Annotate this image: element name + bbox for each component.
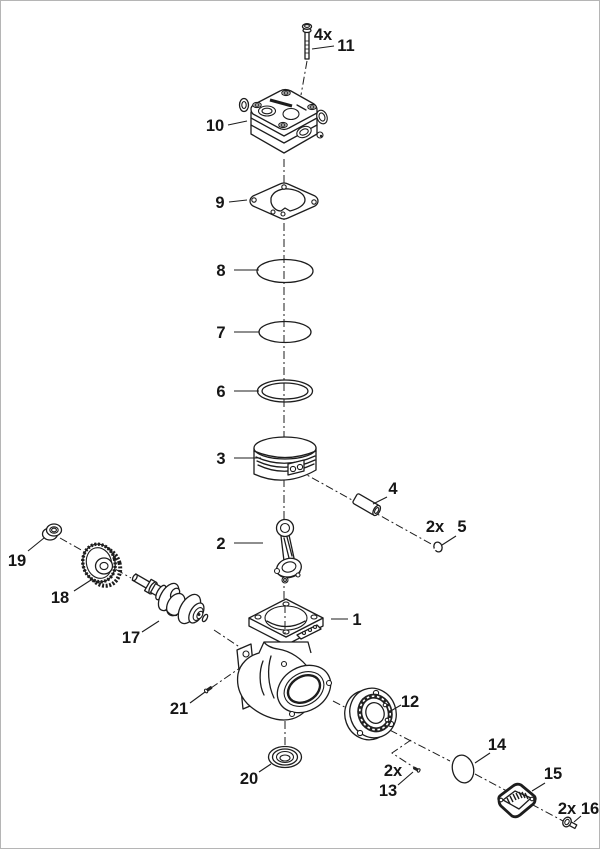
part-piston-3 bbox=[253, 436, 317, 481]
part-cover-plate-15 bbox=[497, 782, 537, 819]
qty-label-circlip-5: 2x bbox=[426, 518, 445, 536]
part-gasket-9 bbox=[249, 182, 319, 220]
part-screw-13 bbox=[412, 766, 421, 773]
qty-label-bolt-16: 2x bbox=[558, 800, 577, 818]
part-ring-6 bbox=[256, 379, 314, 403]
callout-8: 8 bbox=[216, 262, 225, 280]
part-crankcase-1 bbox=[236, 598, 333, 721]
callout-13: 13 bbox=[379, 782, 397, 800]
part-connecting-rod-2 bbox=[273, 518, 302, 584]
part-nut-19 bbox=[41, 523, 63, 541]
part-circlip-5 bbox=[433, 541, 443, 553]
part-o-ring-14 bbox=[451, 754, 475, 784]
callout-18: 18 bbox=[51, 589, 69, 607]
callout-4: 4 bbox=[388, 480, 398, 498]
part-piston-pin-4 bbox=[352, 493, 382, 517]
callout-17: 17 bbox=[122, 629, 140, 647]
qty-label-screw-13: 2x bbox=[384, 762, 403, 780]
leader-lines bbox=[27, 45, 582, 823]
callout-3: 3 bbox=[216, 450, 225, 468]
callout-11: 11 bbox=[337, 37, 354, 55]
part-gear-18 bbox=[81, 542, 123, 588]
callout-6: 6 bbox=[216, 383, 225, 401]
part-bearing-flange-12 bbox=[344, 687, 397, 741]
callout-12: 12 bbox=[401, 693, 419, 711]
callout-labels: 4x 11 10 9 8 7 6 3 4 2x 5 2 1 19 18 17 2… bbox=[8, 26, 599, 818]
callout-21: 21 bbox=[170, 700, 188, 718]
callout-20: 20 bbox=[240, 770, 258, 788]
part-crankshaft-17 bbox=[131, 573, 209, 625]
callout-15: 15 bbox=[544, 765, 562, 783]
callout-19: 19 bbox=[8, 552, 26, 570]
part-ring-8 bbox=[256, 258, 314, 284]
callout-7: 7 bbox=[216, 324, 225, 342]
qty-label-bolt-11: 4x bbox=[314, 26, 333, 44]
callout-16: 16 bbox=[581, 800, 599, 818]
callout-14: 14 bbox=[488, 736, 507, 754]
part-screw-21 bbox=[203, 686, 213, 694]
callout-1: 1 bbox=[352, 611, 361, 629]
callout-5: 5 bbox=[457, 518, 466, 536]
callout-2: 2 bbox=[216, 535, 225, 553]
callout-10: 10 bbox=[206, 117, 224, 135]
part-cylinder-head-10 bbox=[238, 88, 328, 154]
part-seal-20 bbox=[267, 745, 303, 769]
part-bolt-11 bbox=[301, 23, 313, 60]
part-ring-7 bbox=[258, 320, 312, 344]
callout-9: 9 bbox=[215, 194, 224, 212]
part-bolt-16 bbox=[562, 816, 578, 830]
